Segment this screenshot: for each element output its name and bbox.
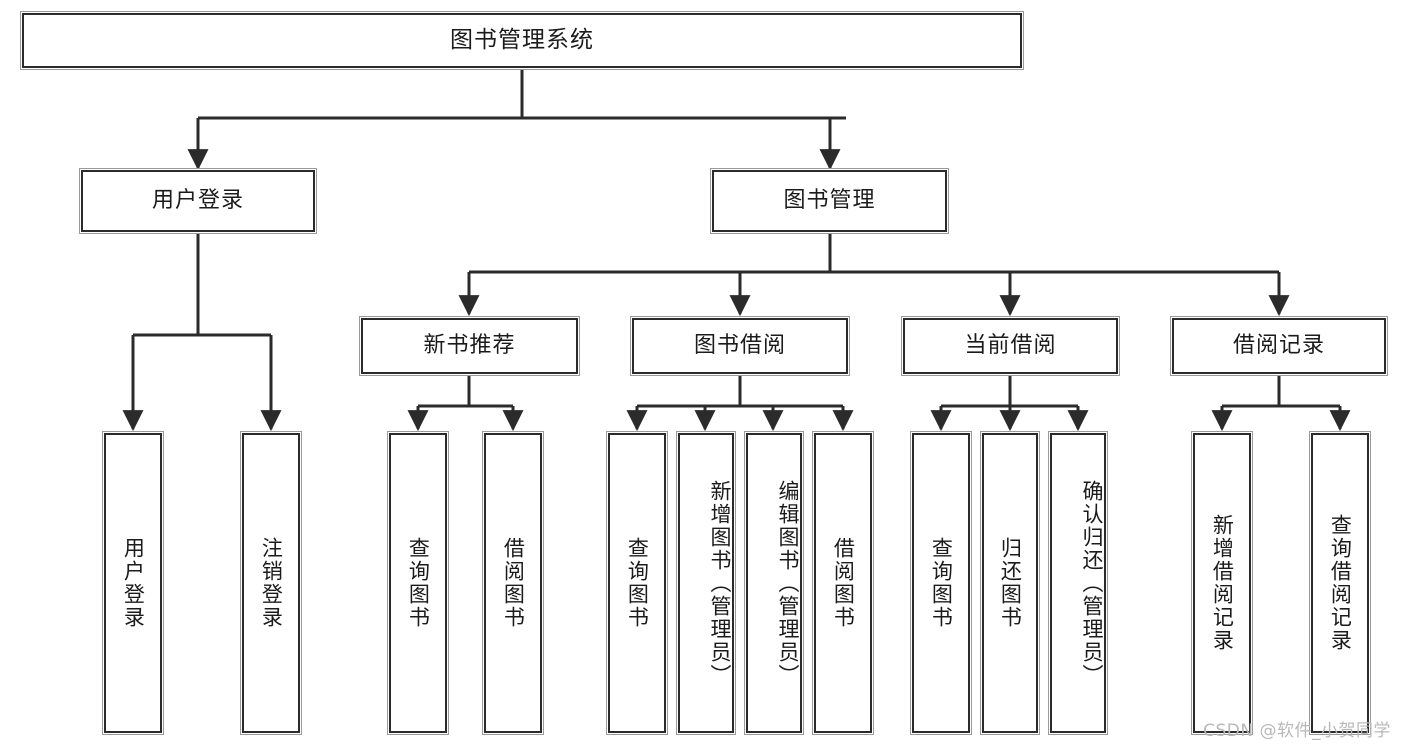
leaf-borrow-record-query-record[interactable]: 查询借阅记录	[1311, 433, 1369, 733]
leaf-book-borrow-edit-book-admin[interactable]: 编辑图书（管理员）	[746, 433, 802, 733]
node-root-book-management-system[interactable]: 图书管理系统	[22, 13, 1022, 68]
leaf-borrow-record-add-record[interactable]: 新增借阅记录	[1193, 433, 1251, 733]
leaf-label: 借阅图书	[501, 537, 526, 629]
leaf-label: 查询借阅记录	[1328, 514, 1353, 652]
leaf-book-borrow-borrow-book[interactable]: 借阅图书	[814, 433, 872, 733]
leaf-label: 注销登录	[259, 537, 284, 629]
node-book-management-label: 图书管理	[783, 187, 876, 213]
leaf-label: 确认归还（管理员）	[1080, 479, 1104, 687]
node-user-login[interactable]: 用户登录	[81, 170, 315, 232]
node-book-management[interactable]: 图书管理	[712, 170, 947, 232]
leaf-label: 新增借阅记录	[1210, 514, 1235, 652]
leaf-label: 借阅图书	[831, 537, 856, 629]
node-book-borrow-label: 图书借阅	[693, 332, 786, 358]
leaf-label: 归还图书	[998, 537, 1023, 629]
node-new-book-recommend-label: 新书推荐	[423, 332, 516, 358]
node-book-borrow[interactable]: 图书借阅	[632, 318, 848, 374]
leaf-book-borrow-add-book-admin[interactable]: 新增图书（管理员）	[678, 433, 734, 733]
node-root-label: 图书管理系统	[450, 26, 594, 53]
leaf-book-borrow-query-book[interactable]: 查询图书	[608, 433, 666, 733]
leaf-user-login-logout[interactable]: 注销登录	[242, 433, 300, 733]
node-new-book-recommend[interactable]: 新书推荐	[361, 318, 578, 374]
leaf-label: 查询图书	[625, 537, 650, 629]
node-borrow-record[interactable]: 借阅记录	[1172, 318, 1386, 374]
leaf-new-book-query-book[interactable]: 查询图书	[389, 433, 447, 733]
leaf-label: 编辑图书（管理员）	[776, 479, 800, 687]
leaf-current-borrow-query-book[interactable]: 查询图书	[912, 433, 970, 733]
leaf-label: 查询图书	[929, 537, 954, 629]
node-current-borrow[interactable]: 当前借阅	[903, 318, 1118, 374]
node-current-borrow-label: 当前借阅	[964, 332, 1057, 358]
leaf-new-book-borrow-book[interactable]: 借阅图书	[484, 433, 542, 733]
leaf-label: 用户登录	[121, 537, 146, 629]
node-borrow-record-label: 借阅记录	[1232, 332, 1325, 358]
leaf-label: 查询图书	[406, 537, 431, 629]
leaf-user-login-login[interactable]: 用户登录	[104, 433, 162, 733]
leaf-current-borrow-return-book[interactable]: 归还图书	[982, 433, 1038, 733]
leaf-current-borrow-confirm-return-admin[interactable]: 确认归还（管理员）	[1050, 433, 1106, 733]
leaf-label: 新增图书（管理员）	[708, 479, 732, 687]
node-user-login-label: 用户登录	[151, 187, 244, 213]
